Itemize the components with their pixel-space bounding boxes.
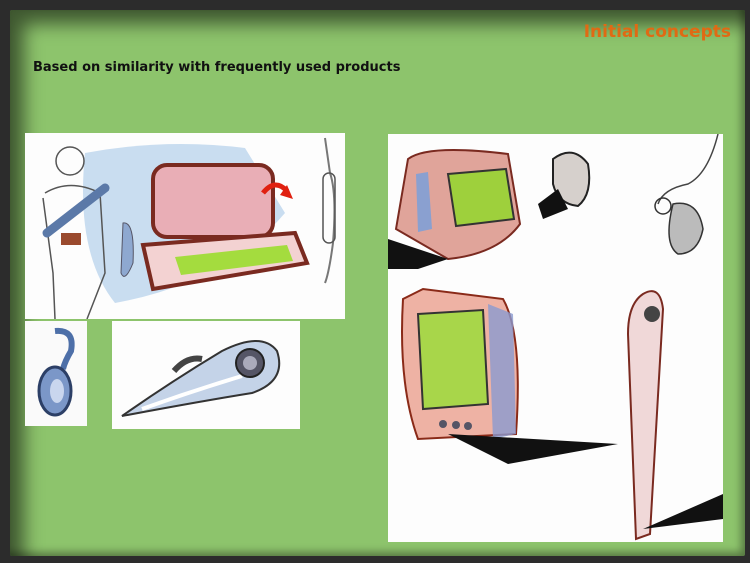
slide: Initial concepts Based on similarity wit…: [10, 10, 745, 556]
slide-title: Initial concepts: [583, 22, 731, 42]
sketch-blue-hook: [25, 321, 87, 426]
sketch-laptop-concept: [25, 133, 345, 319]
slide-subtitle: Based on similarity with frequently used…: [33, 60, 401, 75]
sketch-device-sheet: [388, 134, 723, 542]
sketch-curved-handset: [112, 321, 300, 429]
